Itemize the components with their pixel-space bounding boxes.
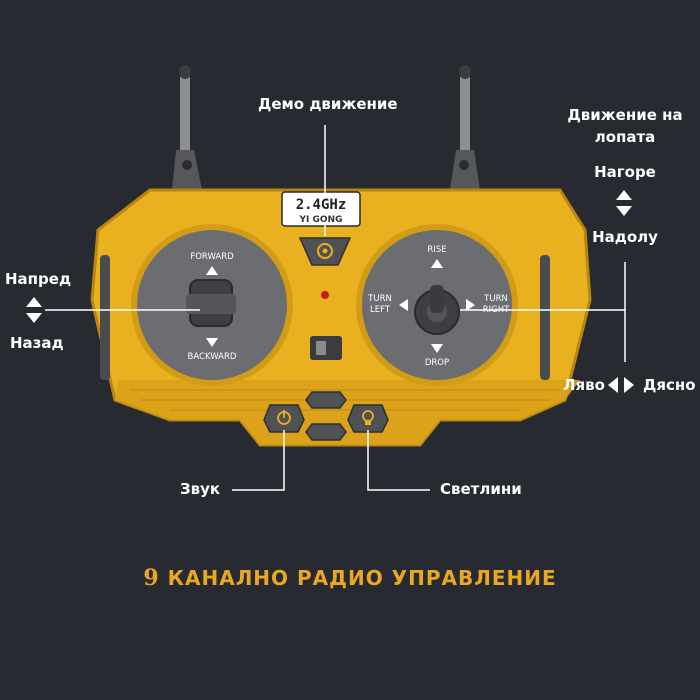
light-button[interactable] [347,404,389,433]
function-buttons [263,391,389,441]
left-right-arrows-icon [608,377,638,393]
down-callout: Надолу [592,228,658,246]
turn-right-label-1: TURN [483,294,508,304]
turn-left-label-1: TURN [367,294,392,304]
top-center-button[interactable] [305,391,347,409]
turn-left-label-2: LEFT [370,305,391,315]
back-callout: Назад [10,334,64,352]
rise-label: RISE [427,245,446,255]
backward-label: BACKWARD [188,352,237,362]
up-callout: Нагоре [594,163,656,181]
left-callout: Ляво [563,376,605,394]
turn-right-label-2: RIGHT [483,305,510,315]
status-led [321,291,329,299]
shovel-callout: Движение на лопата [555,106,695,146]
shovel-callout-line2: лопата [594,128,656,146]
footer-channel-text: КАНАЛНО РАДИО УПРАВЛЕНИЕ [167,566,557,590]
sound-callout: Звук [180,480,221,498]
footer-channel-number: 9 [143,565,160,591]
drop-label: DROP [425,358,449,368]
bottom-center-button[interactable] [305,423,347,441]
lights-callout: Светлини [440,480,522,498]
shovel-callout-line1: Движение на [567,106,683,124]
frequency-badge [281,191,361,227]
right-antenna [450,65,480,190]
right-callout: Дясно [643,376,696,394]
forward-label: FORWARD [190,252,234,262]
sound-button[interactable] [263,404,305,433]
demo-callout: Демо движение [258,95,398,113]
callout-lines [45,125,626,491]
badge-brand: YI GONG [299,215,343,225]
left-antenna [172,65,202,190]
badge-frequency: 2.4GHz [296,197,347,213]
forward-callout: Напред [5,270,72,288]
footer-title: 9 КАНАЛНО РАДИО УПРАВЛЕНИЕ [0,565,700,591]
forward-back-arrows-icon [25,297,43,325]
up-down-arrows-icon [615,190,633,218]
